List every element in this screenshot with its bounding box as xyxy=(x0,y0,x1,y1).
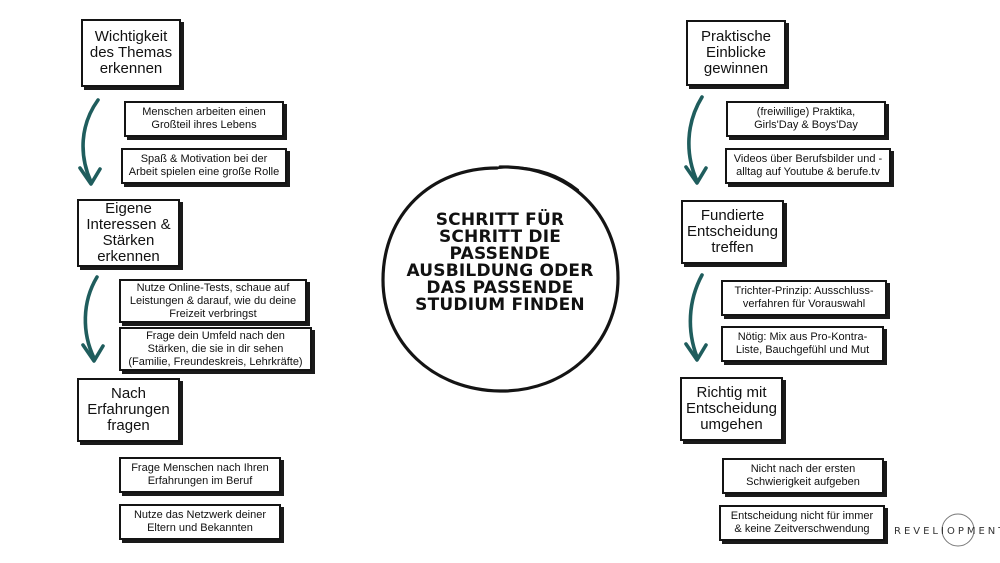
left-step1-title-line: des Themas xyxy=(89,44,173,61)
tip-line: Videos über Berufsbilder und - xyxy=(733,153,883,165)
tip-line: (freiwillige) Praktika, xyxy=(756,106,856,118)
center-title-line: Schritt für xyxy=(435,210,565,230)
tip-line: Nicht nach der ersten xyxy=(750,463,856,475)
left-step3-title-line: Nach xyxy=(110,385,147,402)
right-step2-box: Fundierte Entscheidung treffen xyxy=(681,200,784,264)
right-step2-tip1: Trichter-Prinzip: Ausschluss- verfahren … xyxy=(721,280,887,316)
arrow-left-2 xyxy=(81,275,105,363)
right-step3-tip1: Nicht nach der ersten Schwierigkeit aufg… xyxy=(722,458,884,494)
left-step3-title-line: Erfahrungen xyxy=(87,401,170,418)
left-step2-box: Eigene Interessen & Stärken erkennen xyxy=(77,199,180,267)
left-step1-tip1: Menschen arbeiten einen Großteil ihres L… xyxy=(124,101,284,137)
left-step2-title-line: Eigene xyxy=(105,200,152,217)
right-step1-title-line: Praktische xyxy=(700,28,772,45)
right-step2-title-line: Entscheidung xyxy=(687,223,778,240)
center-title-line: Schritt die xyxy=(438,227,562,247)
tip-line: Arbeit spielen eine große Rolle xyxy=(128,166,280,178)
center-title-line: Ausbildung oder xyxy=(406,261,594,281)
right-step1-tip1: (freiwillige) Praktika, Girls'Day & Boys… xyxy=(726,101,886,137)
tip-line: Erfahrungen im Beruf xyxy=(147,475,253,487)
right-step2-tip2: Nötig: Mix aus Pro-Kontra- Liste, Bauchg… xyxy=(721,326,884,362)
right-step1-tip2: Videos über Berufsbilder und - alltag au… xyxy=(725,148,891,184)
center-title: Schritt für Schritt die passende Ausbild… xyxy=(400,212,600,314)
right-step3-title-line: Entscheidung xyxy=(686,400,777,417)
right-step2-title-line: treffen xyxy=(711,239,754,256)
tip-line: Großteil ihres Lebens xyxy=(151,119,257,131)
tip-line: Leistungen & darauf, wie du deine xyxy=(129,294,297,307)
left-step2-tip1: Nutze Online-Tests, schaue auf Leistunge… xyxy=(119,279,307,323)
left-step2-title-line: Stärken xyxy=(102,232,155,249)
tip-line: Stärken, die sie in dir sehen xyxy=(147,342,284,355)
tip-line: Nutze das Netzwerk deiner xyxy=(133,509,267,521)
left-step2-title-line: erkennen xyxy=(97,248,160,265)
right-step1-box: Praktische Einblicke gewinnen xyxy=(686,20,786,86)
logo-text: REVELIOPMENT xyxy=(894,526,1000,537)
right-step3-title-line: Richtig mit xyxy=(696,384,767,401)
right-step3-title-line: umgehen xyxy=(700,416,763,433)
tip-line: Eltern und Bekannten xyxy=(147,522,253,534)
left-step1-tip2: Spaß & Motivation bei der Arbeit spielen… xyxy=(121,148,287,184)
center-circle xyxy=(381,165,620,393)
left-step3-box: Nach Erfahrungen fragen xyxy=(77,378,180,442)
tip-line: (Familie, Freundeskreis, Lehrkräfte) xyxy=(128,355,303,368)
arrow-left-1 xyxy=(78,98,102,186)
center-title-line: passende xyxy=(449,244,551,264)
tip-line: verfahren für Vorauswahl xyxy=(742,298,866,310)
tip-line: Freizeit verbringst xyxy=(169,307,257,320)
arrow-right-2 xyxy=(684,273,708,362)
left-step1-title-line: erkennen xyxy=(99,60,163,77)
center-title-line: das passende xyxy=(426,278,574,298)
left-step1-box: Wichtigkeit des Themas erkennen xyxy=(81,19,181,87)
right-step3-tip2: Entscheidung nicht für immer & keine Zei… xyxy=(719,505,885,541)
tip-line: Nötig: Mix aus Pro-Kontra- xyxy=(737,331,868,343)
left-step3-tip2: Nutze das Netzwerk deiner Eltern und Bek… xyxy=(119,504,281,540)
tip-line: Spaß & Motivation bei der xyxy=(140,153,268,165)
left-step2-title-line: Interessen & xyxy=(86,216,171,233)
right-step2-title-line: Fundierte xyxy=(700,207,765,224)
tip-line: Entscheidung nicht für immer xyxy=(730,510,874,522)
tip-line: alltag auf Youtube & berufe.tv xyxy=(736,166,880,178)
tip-line: & keine Zeitverschwendung xyxy=(734,523,870,535)
tip-line: Nutze Online-Tests, schaue auf xyxy=(136,281,290,294)
tip-line: Liste, Bauchgefühl und Mut xyxy=(735,344,870,356)
left-step3-tip1: Frage Menschen nach Ihren Erfahrungen im… xyxy=(119,457,281,493)
tip-line: Frage dein Umfeld nach den xyxy=(146,329,285,342)
arrow-right-1 xyxy=(684,95,708,185)
logo-mark xyxy=(941,513,975,547)
left-step1-title-line: Wichtigkeit xyxy=(94,28,168,45)
tip-line: Trichter-Prinzip: Ausschluss- xyxy=(734,285,874,297)
tip-line: Frage Menschen nach Ihren xyxy=(131,462,269,474)
tip-line: Schwierigkeit aufgeben xyxy=(746,476,860,488)
left-step3-title-line: fragen xyxy=(107,417,150,434)
tip-line: Girls'Day & Boys'Day xyxy=(754,119,858,131)
center-title-line: Studium finden xyxy=(415,295,585,315)
right-step1-title-line: Einblicke xyxy=(705,44,767,61)
right-step1-title-line: gewinnen xyxy=(703,60,769,77)
left-step2-tip2: Frage dein Umfeld nach den Stärken, die … xyxy=(119,327,312,371)
right-step3-box: Richtig mit Entscheidung umgehen xyxy=(680,377,783,441)
tip-line: Menschen arbeiten einen xyxy=(142,106,266,118)
